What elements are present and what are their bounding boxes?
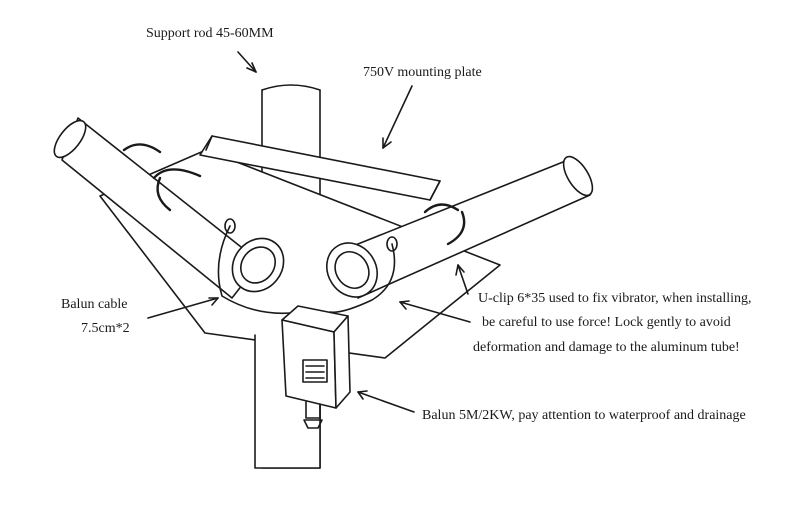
balun-cable-label: Balun cable bbox=[61, 297, 128, 312]
support-rod-label: Support rod 45-60MM bbox=[146, 26, 274, 41]
uclip-note-line-2: be careful to use force! Lock gently to … bbox=[482, 315, 731, 330]
balun-cable-length-label: 7.5cm*2 bbox=[81, 321, 130, 336]
mounting-plate-label: 750V mounting plate bbox=[363, 65, 482, 80]
balun-note-label: Balun 5M/2KW, pay attention to waterproo… bbox=[422, 408, 746, 423]
uclip-note-line-1: U-clip 6*35 used to fix vibrator, when i… bbox=[478, 291, 752, 306]
arrows bbox=[147, 51, 471, 413]
right-tube bbox=[326, 155, 594, 299]
mounting-plate bbox=[99, 135, 501, 359]
balun-cables bbox=[217, 225, 396, 315]
balun-box bbox=[281, 305, 351, 429]
uclip-note-line-3: deformation and damage to the aluminum t… bbox=[473, 340, 740, 355]
left-tube bbox=[53, 117, 285, 299]
